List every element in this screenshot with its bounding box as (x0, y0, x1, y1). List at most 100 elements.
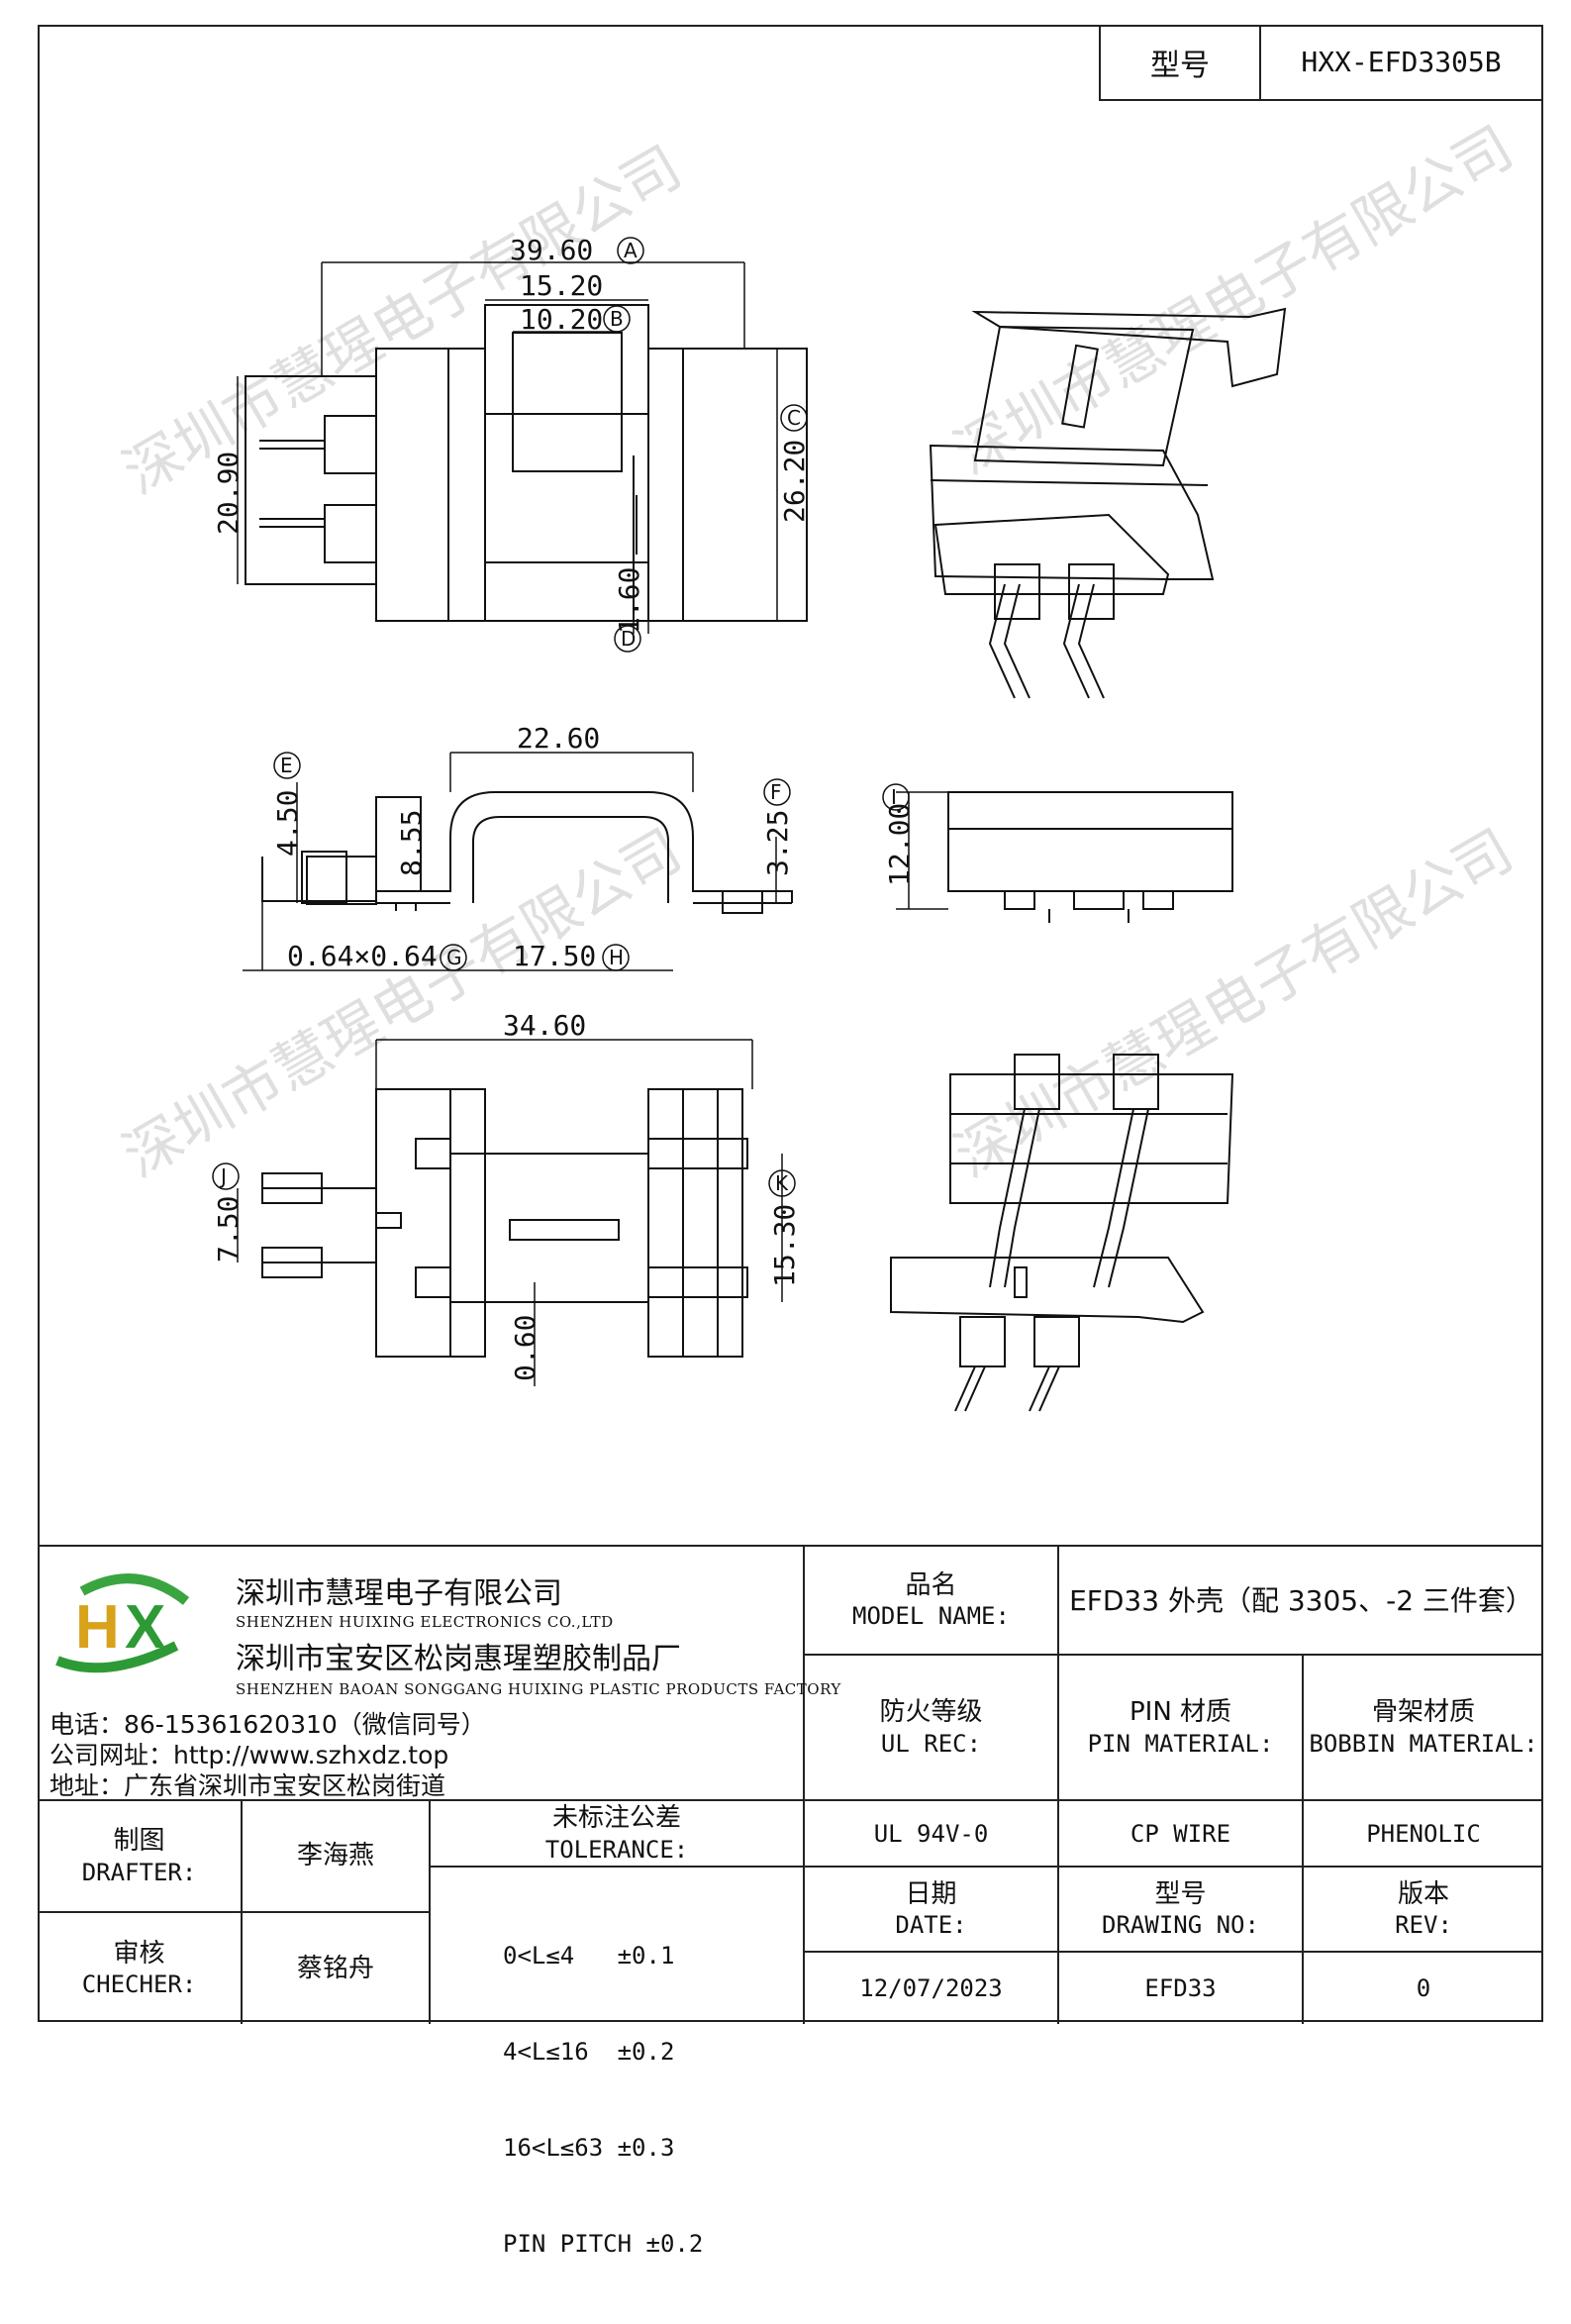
bottom-view (237, 1039, 783, 1386)
dim-pin-size: 0.64×0.64 (287, 940, 438, 972)
tolerance-label-cn: 未标注公差 (551, 1803, 681, 1834)
ul-rec-label-en: UL REC: (880, 1729, 982, 1758)
factory-name-cn: 深圳市宝安区松岗惠瑆塑胶制品厂 (236, 1642, 681, 1676)
tolerance-row: 0<L≤4 ±0.1 (503, 1941, 675, 1970)
drawing-no-label-cn: 型号 (1154, 1878, 1207, 1909)
company-phone: 电话：86-15361620310（微信同号） (49, 1710, 486, 1739)
drawing-no-label-en: DRAWING NO: (1102, 1911, 1259, 1940)
dim-tag-k: K (775, 1171, 789, 1195)
checker-label-cn: 审核 (113, 1938, 165, 1969)
tolerance-label-en: TOLERANCE: (544, 1835, 689, 1864)
dim-end-height: 12.00 (883, 803, 916, 886)
model-name-label: 品名 MODEL NAME: (805, 1547, 1057, 1654)
pin-material-label: PIN 材质 PIN MATERIAL: (1059, 1656, 1302, 1799)
dim-tag-b: B (610, 307, 624, 331)
company-logo: H X (55, 1573, 190, 1673)
drafter-label-cn: 制图 (113, 1826, 165, 1857)
dim-side-h: 17.50 (513, 940, 596, 972)
bobbin-material-label: 骨架材质 BOBBIN MATERIAL: (1304, 1656, 1543, 1799)
checker-label: 审核 CHECHER: (38, 1913, 241, 2024)
iso-view-bottom (890, 1054, 1234, 1412)
drafter-label-en: DRAFTER: (81, 1858, 197, 1886)
company-address: 地址：广东省深圳市宝安区松岗街道 (49, 1771, 446, 1800)
dim-bottom-k: 15.30 (768, 1204, 801, 1287)
top-view (237, 261, 808, 634)
dim-tag-i: I (891, 785, 897, 809)
pin-material-value: CP WIRE (1129, 1819, 1231, 1848)
tolerance-row: 4<L≤16 ±0.2 (503, 2037, 675, 2066)
bobbin-material-label-cn: 骨架材质 (1371, 1697, 1475, 1728)
model-label: 型号 (1101, 25, 1261, 99)
logo-x: X (125, 1593, 165, 1662)
date-label-cn: 日期 (905, 1878, 957, 1909)
iso-view-top (929, 307, 1287, 699)
date-label-en: DATE: (895, 1911, 967, 1940)
dim-tag-h: H (609, 946, 624, 969)
rev-label-cn: 版本 (1397, 1878, 1449, 1909)
dim-side-e: 4.50 (271, 790, 304, 857)
dim-pin-pitch: 7.50 (212, 1196, 245, 1263)
company-name-en: SHENZHEN HUIXING ELECTRONICS CO.,LTD (236, 1613, 614, 1631)
tolerance-list: 0<L≤4 ±0.1 4<L≤16 ±0.2 16<L≤63 ±0.3 PIN … (503, 1875, 703, 2324)
bobbin-material-value: PHENOLIC (1366, 1819, 1481, 1848)
date-label: 日期 DATE: (805, 1868, 1057, 1951)
top-view-left-flange (375, 348, 486, 622)
drafter-name: 李海燕 (296, 1841, 374, 1871)
tolerance-row: PIN PITCH ±0.2 (503, 2230, 704, 2259)
factory-name-en: SHENZHEN BAOAN SONGGANG HUIXING PLASTIC … (236, 1680, 841, 1698)
tolerance-label: 未标注公差 TOLERANCE: (431, 1801, 803, 1866)
checker-label-en: CHECHER: (81, 1970, 197, 1999)
model-name-label-cn: 品名 (905, 1569, 957, 1600)
dim-tag-e: E (280, 754, 293, 777)
date-value: 12/07/2023 (859, 1974, 1003, 2002)
dim-tag-d: D (621, 627, 636, 651)
dim-top-width: 39.60 (510, 234, 593, 266)
logo-h: H (75, 1593, 120, 1662)
dim-top-left-height: 20.90 (212, 452, 245, 535)
company-name-cn: 深圳市慧瑆电子有限公司 (236, 1576, 562, 1611)
checker-name: 蔡铭舟 (296, 1953, 374, 1983)
rev-value: 0 (1416, 1974, 1431, 2002)
drawing-no-label: 型号 DRAWING NO: (1059, 1868, 1302, 1951)
pin-material-label-en: PIN MATERIAL: (1087, 1729, 1274, 1758)
bobbin-material-label-en: BOBBIN MATERIAL: (1309, 1729, 1538, 1758)
pin-material-label-cn: PIN 材质 (1129, 1697, 1232, 1728)
dim-tag-a: A (624, 239, 638, 262)
watermark-text: 深圳市慧瑆电子有限公司 (112, 133, 693, 507)
watermark-text: 深圳市慧瑆电子有限公司 (943, 816, 1524, 1190)
model-value: HXX-EFD3305B (1301, 46, 1502, 78)
dim-tag-c: C (787, 406, 801, 430)
dim-side-width: 22.60 (517, 722, 600, 755)
bottom-view-core (449, 1153, 649, 1303)
drawing-sheet-border (38, 25, 1543, 2022)
end-view (896, 791, 1233, 923)
top-view-pin-box (245, 375, 377, 585)
dim-tag-g: G (446, 946, 462, 969)
rev-label: 版本 REV: (1304, 1868, 1543, 1951)
model-number-box: 型号 HXX-EFD3305B (1099, 25, 1543, 101)
dim-side-height: 8.55 (395, 810, 428, 876)
ul-value: UL 94V-0 (873, 1819, 989, 1848)
side-view (243, 752, 793, 971)
dim-side-f: 3.25 (761, 810, 794, 876)
dim-bottom-width: 34.60 (503, 1009, 586, 1042)
dim-top-window: 10.20 (520, 303, 603, 336)
rev-label-en: REV: (1395, 1911, 1452, 1940)
model-name-label-en: MODEL NAME: (852, 1602, 1010, 1631)
watermark-text: 深圳市慧瑆电子有限公司 (943, 113, 1524, 487)
dim-top-outer-window: 15.20 (520, 269, 603, 302)
dim-tag-f: F (770, 780, 782, 804)
dim-top-height: 26.20 (778, 440, 811, 523)
technical-drawing: 深圳市慧瑆电子有限公司 深圳市慧瑆电子有限公司 深圳市慧瑆电子有限公司 深圳市慧… (112, 113, 1524, 1412)
ul-rec-label: 防火等级 UL REC: (805, 1656, 1057, 1799)
model-name-value: EFD33 外壳（配 3305、-2 三件套） (1069, 1583, 1533, 1617)
company-website[interactable]: 公司网址：http://www.szhxdz.top (49, 1741, 449, 1769)
tolerance-row: 16<L≤63 ±0.3 (503, 2134, 675, 2163)
ul-rec-label-cn: 防火等级 (879, 1697, 983, 1728)
dim-bottom-slot: 0.60 (509, 1315, 541, 1381)
dim-top-slot: 1.60 (613, 567, 645, 634)
drawing-no-value: EFD33 (1144, 1974, 1217, 2002)
watermarks: 深圳市慧瑆电子有限公司 深圳市慧瑆电子有限公司 深圳市慧瑆电子有限公司 深圳市慧… (112, 113, 1524, 1190)
dim-tag-j: J (219, 1164, 227, 1188)
title-block: H X 深圳市慧瑆电子有限公司 SHENZHEN HUIXING ELECTRO… (38, 1545, 1543, 2258)
